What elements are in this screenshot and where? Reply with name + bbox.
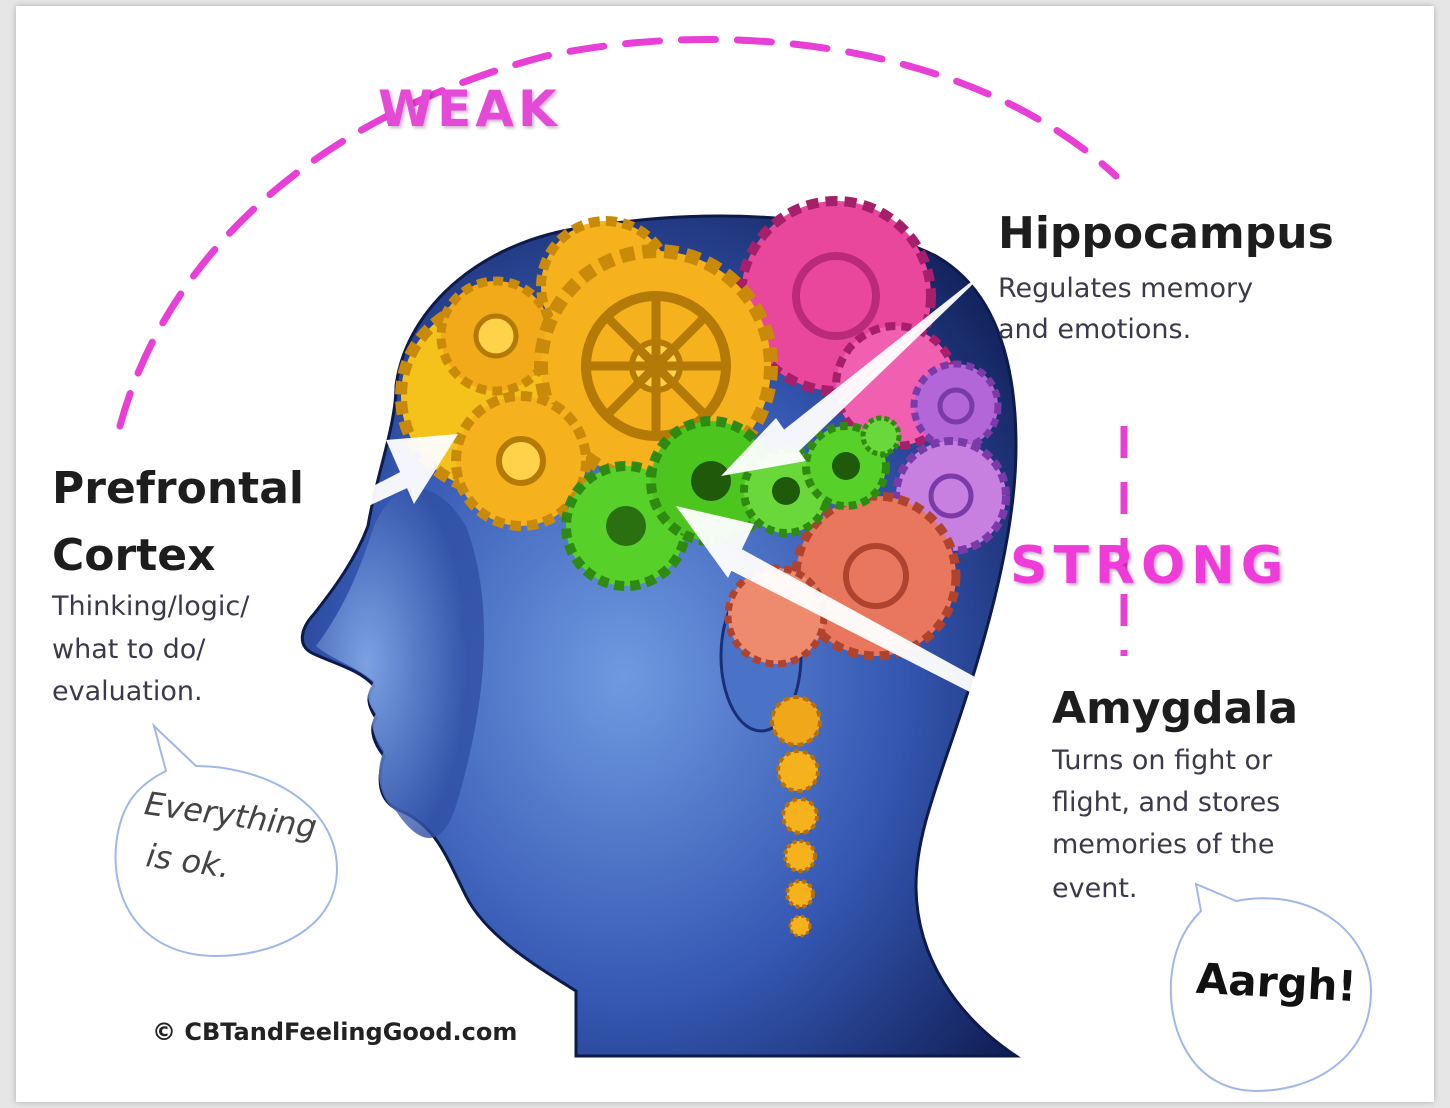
hippocampus-desc-2: and emotions. — [998, 309, 1191, 350]
amygdala-title: Amygdala — [1052, 686, 1298, 732]
bubble-right-text: Aargh! — [1195, 954, 1358, 1011]
amygdala-desc-4: event. — [1052, 868, 1137, 909]
amygdala-desc-1: Turns on fight or — [1052, 740, 1272, 781]
hippocampus-title: Hippocampus — [998, 211, 1334, 257]
diagram-frame: WEAK Hippocampus Regulates memory and em… — [16, 6, 1434, 1102]
prefrontal-desc-2: what to do/ — [52, 629, 205, 670]
amygdala-desc-3: memories of the — [1052, 824, 1275, 865]
prefrontal-desc-1: Thinking/logic/ — [52, 586, 249, 627]
prefrontal-title-1: Prefrontal — [52, 466, 304, 512]
prefrontal-title-2: Cortex — [52, 533, 215, 579]
weak-label: WEAK — [378, 80, 561, 138]
prefrontal-desc-3: evaluation. — [52, 671, 203, 712]
copyright-text: © CBTandFeelingGood.com — [152, 1018, 517, 1046]
strong-label: STRONG — [1010, 536, 1289, 596]
amygdala-desc-2: flight, and stores — [1052, 782, 1280, 823]
hippocampus-desc-1: Regulates memory — [998, 268, 1253, 309]
